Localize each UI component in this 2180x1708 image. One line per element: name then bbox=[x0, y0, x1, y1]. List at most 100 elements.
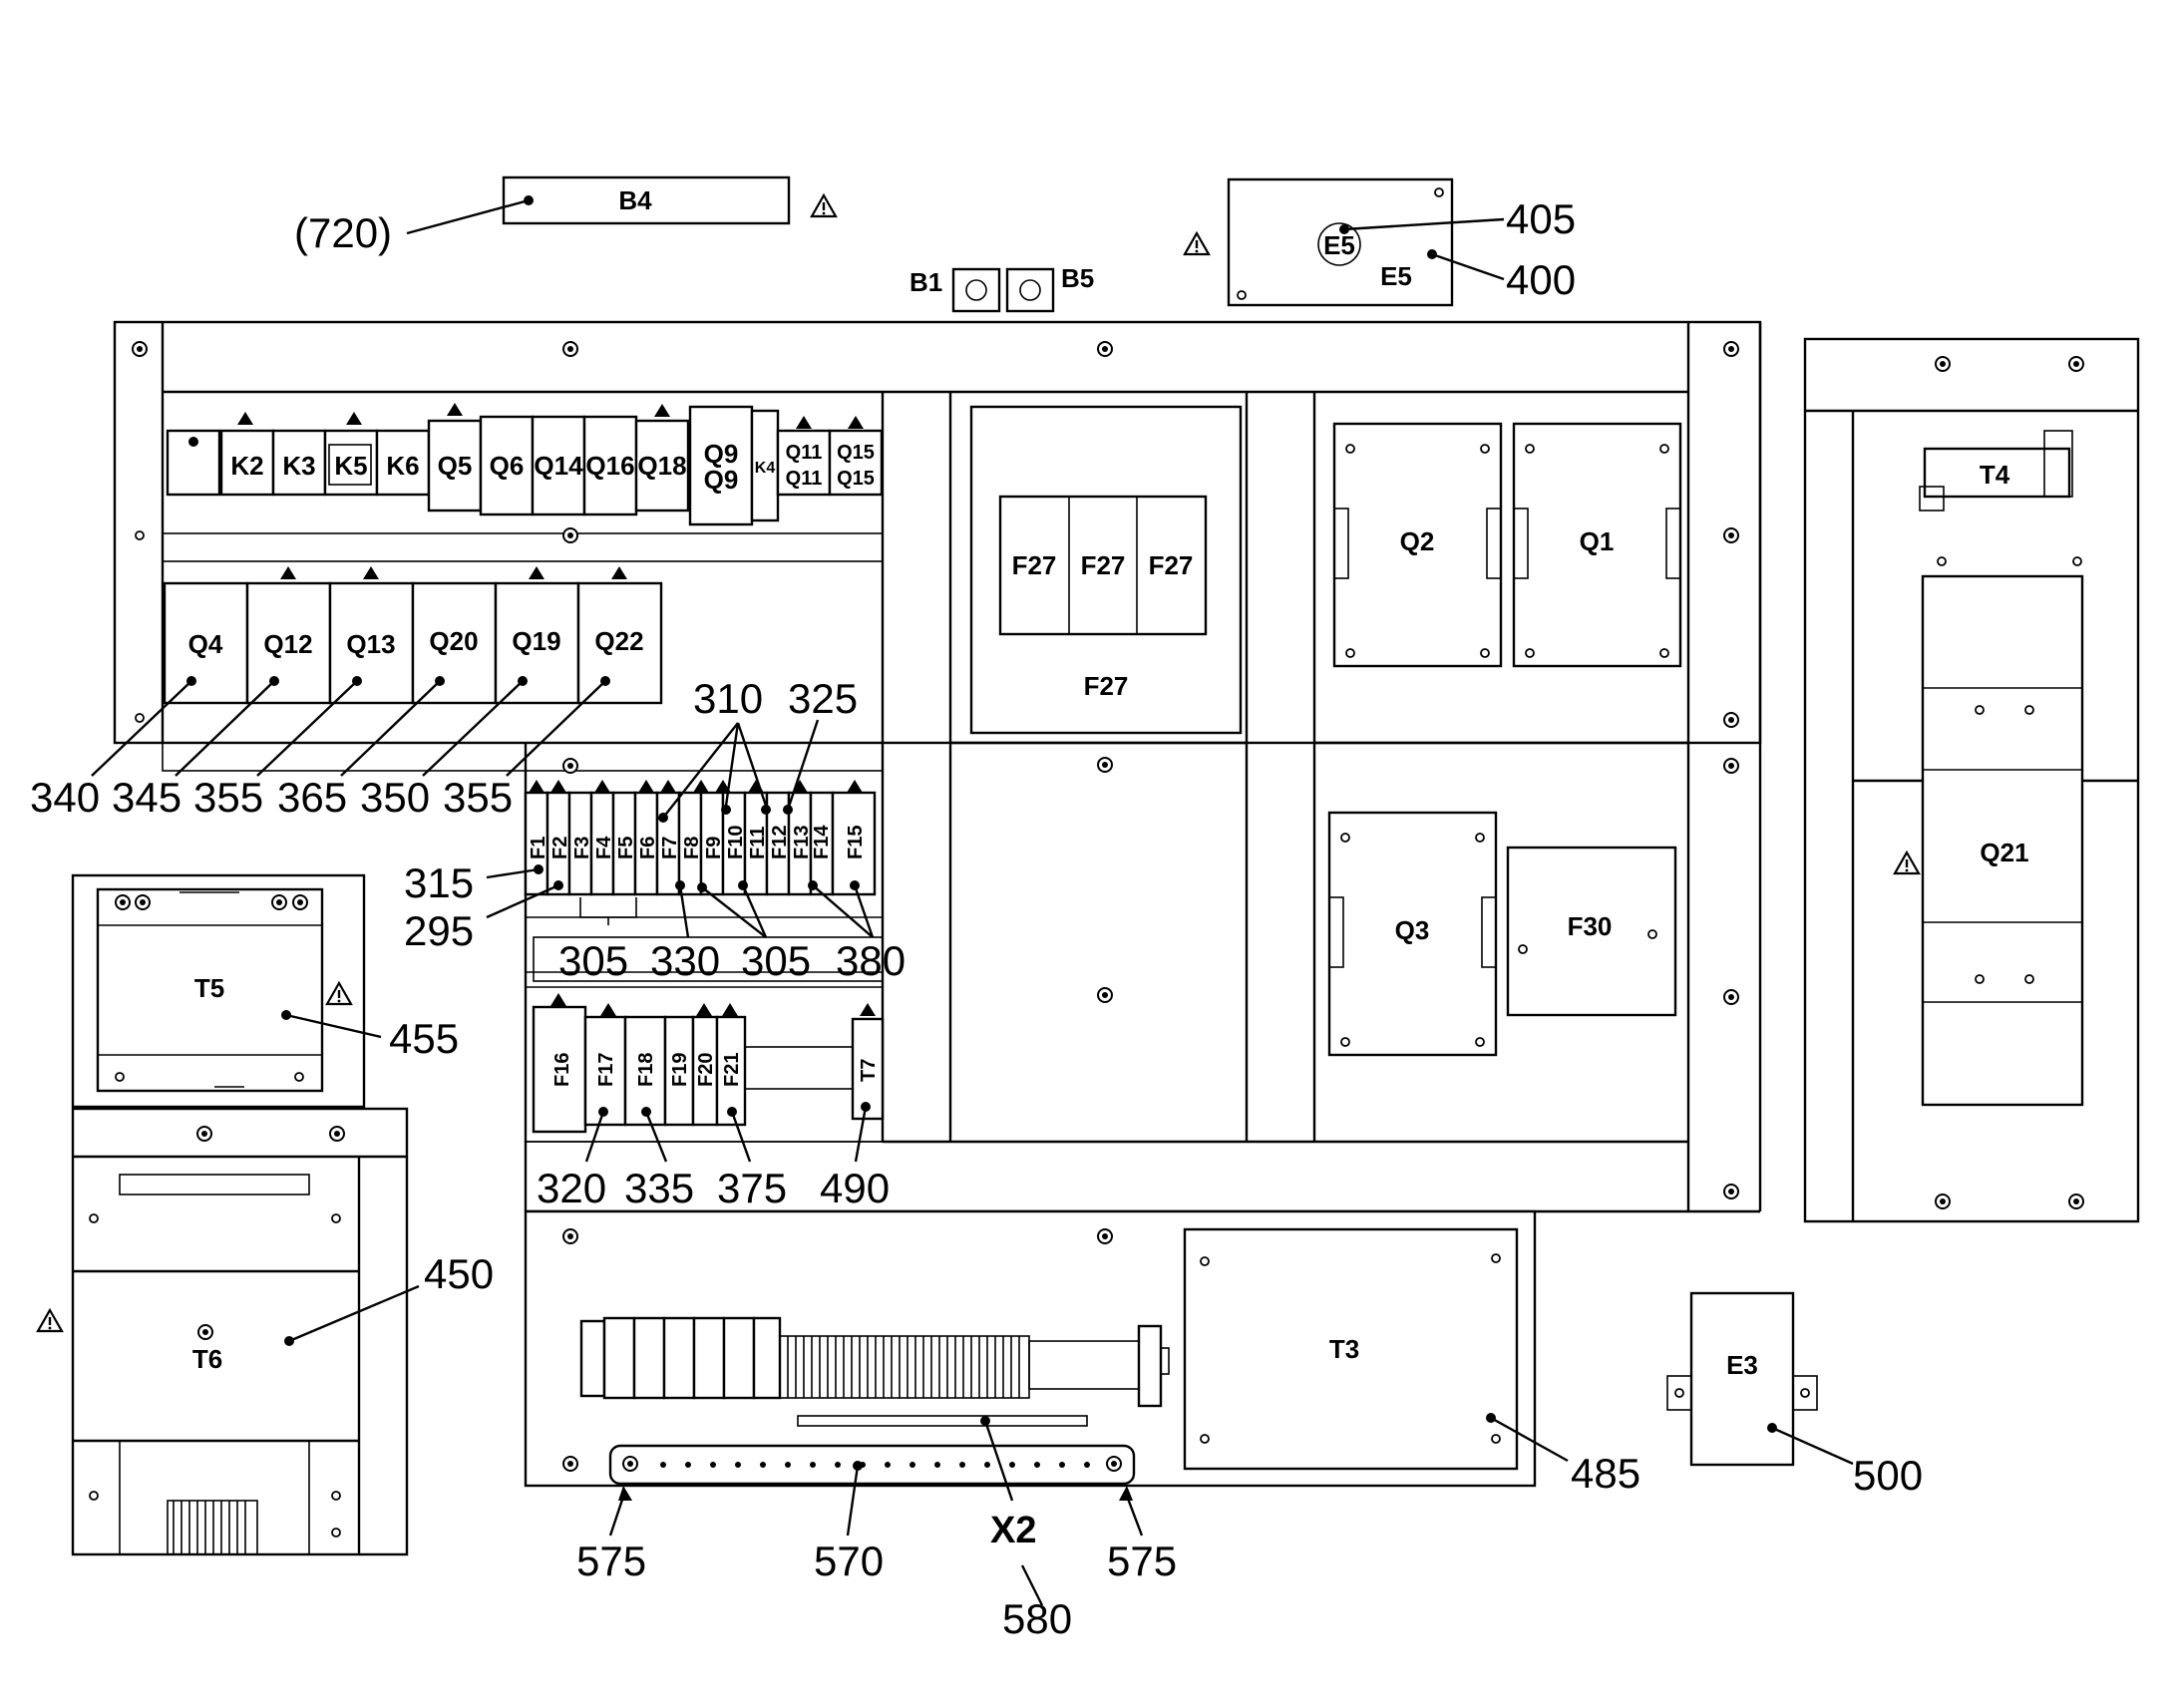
svg-text:F20: F20 bbox=[695, 1053, 717, 1087]
svg-text:T6: T6 bbox=[192, 1344, 222, 1374]
warning-icon bbox=[1183, 231, 1211, 256]
svg-text:E3: E3 bbox=[1726, 1350, 1758, 1380]
q2-breaker: Q2 bbox=[1332, 422, 1503, 668]
callout-315: 315 bbox=[404, 859, 474, 906]
svg-text:F27: F27 bbox=[1084, 671, 1129, 701]
callout-455: 455 bbox=[389, 1015, 459, 1062]
callout-320: 320 bbox=[537, 1165, 606, 1211]
svg-text:Q5: Q5 bbox=[438, 451, 473, 481]
svg-text:K2: K2 bbox=[230, 451, 263, 481]
svg-text:K5: K5 bbox=[334, 451, 367, 481]
e3-heater: E3 bbox=[1666, 1291, 1854, 1467]
svg-text:T7: T7 bbox=[858, 1059, 880, 1082]
svg-text:F17: F17 bbox=[595, 1053, 617, 1087]
callout-720: (720) bbox=[294, 209, 392, 256]
svg-text:F27: F27 bbox=[1149, 550, 1194, 580]
svg-text:F4: F4 bbox=[593, 836, 615, 859]
svg-text:B4: B4 bbox=[618, 185, 652, 215]
right-panel: T4 Q21 bbox=[1803, 337, 2140, 1223]
q3-breaker: Q3 bbox=[1327, 811, 1498, 1057]
svg-text:Q6: Q6 bbox=[490, 451, 525, 481]
warning-icon bbox=[36, 1308, 64, 1333]
svg-text:Q13: Q13 bbox=[346, 629, 395, 659]
svg-text:F5: F5 bbox=[615, 837, 637, 859]
svg-text:Q18: Q18 bbox=[637, 451, 686, 481]
svg-text:F30: F30 bbox=[1568, 911, 1613, 941]
svg-text:F7: F7 bbox=[659, 837, 681, 859]
callout-325: 325 bbox=[788, 675, 858, 722]
warning-icon bbox=[810, 193, 838, 218]
svg-text:F2: F2 bbox=[549, 837, 571, 859]
svg-text:K3: K3 bbox=[282, 451, 315, 481]
svg-text:K4: K4 bbox=[755, 460, 776, 477]
callout-335: 335 bbox=[624, 1165, 694, 1211]
svg-text:Q20: Q20 bbox=[429, 626, 478, 656]
f30-fuse: F30 bbox=[1506, 846, 1677, 1017]
callout-355: 355 bbox=[443, 774, 513, 821]
b1-b5-devices: B1 B5 bbox=[909, 263, 1094, 313]
svg-text:F6: F6 bbox=[637, 837, 659, 859]
svg-text:Q19: Q19 bbox=[512, 626, 560, 656]
svg-text:F3: F3 bbox=[571, 837, 593, 859]
svg-text:Q9: Q9 bbox=[704, 439, 739, 469]
callout-345: 345 bbox=[112, 774, 182, 821]
callout-380: 380 bbox=[836, 937, 906, 984]
svg-text:F27: F27 bbox=[1081, 550, 1126, 580]
svg-text:F15: F15 bbox=[845, 826, 867, 859]
t6-transformer: T6 bbox=[36, 1107, 420, 1556]
callout-570: 570 bbox=[814, 1537, 884, 1584]
svg-text:E5: E5 bbox=[1323, 230, 1355, 260]
svg-text:Q11: Q11 bbox=[786, 442, 823, 464]
callout-305: 305 bbox=[558, 937, 628, 984]
contactor-row: K2 K3 K5 K6 Q5 Q6 Q14 Q16 Q18 Q9 Q9 K4 Q… bbox=[166, 403, 884, 526]
svg-text:Q22: Q22 bbox=[594, 626, 643, 656]
svg-text:F13: F13 bbox=[791, 826, 813, 859]
svg-text:T4: T4 bbox=[1980, 460, 2010, 490]
callout-490: 490 bbox=[820, 1165, 890, 1211]
svg-text:F8: F8 bbox=[681, 837, 703, 859]
callout-340: 340 bbox=[30, 774, 100, 821]
svg-text:B5: B5 bbox=[1061, 263, 1094, 293]
svg-text:K6: K6 bbox=[386, 451, 419, 481]
callout-295: 295 bbox=[404, 907, 474, 954]
fuse-row-lower: F16 F17 F18 F19 F20 F21 T7 bbox=[532, 993, 885, 1163]
q1-breaker: Q1 bbox=[1512, 422, 1682, 668]
e5-heater: E5 E5 bbox=[1227, 177, 1454, 307]
svg-text:T5: T5 bbox=[194, 973, 224, 1003]
svg-text:F11: F11 bbox=[747, 827, 769, 859]
svg-text:B1: B1 bbox=[909, 267, 942, 297]
callout-450: 450 bbox=[424, 1250, 494, 1297]
callout-405: 405 bbox=[1506, 195, 1576, 242]
x2-terminal-label: X2 bbox=[990, 1510, 1036, 1551]
svg-text:Q9: Q9 bbox=[704, 465, 739, 495]
svg-text:Q14: Q14 bbox=[534, 451, 583, 481]
callout-305: 305 bbox=[741, 937, 811, 984]
svg-text:F1: F1 bbox=[528, 837, 549, 859]
callout-375: 375 bbox=[717, 1165, 787, 1211]
svg-text:T3: T3 bbox=[1329, 1334, 1359, 1364]
svg-text:F9: F9 bbox=[703, 837, 725, 859]
leaders-q-row bbox=[91, 676, 610, 777]
f27-fuse-block: F27 F27 F27 F27 bbox=[969, 405, 1243, 735]
svg-text:F27: F27 bbox=[1012, 550, 1057, 580]
svg-text:Q15: Q15 bbox=[837, 468, 875, 490]
callout-310: 310 bbox=[693, 675, 763, 722]
svg-text:Q16: Q16 bbox=[585, 451, 634, 481]
callout-485: 485 bbox=[1571, 1450, 1640, 1497]
svg-text:E5: E5 bbox=[1380, 261, 1412, 291]
callout-580: 580 bbox=[1002, 1595, 1072, 1642]
circuit-breaker-row: Q4 Q12 Q13 Q20 Q19 Q22 bbox=[163, 566, 663, 705]
svg-text:Q2: Q2 bbox=[1400, 526, 1435, 556]
svg-text:Q12: Q12 bbox=[263, 629, 312, 659]
svg-text:F10: F10 bbox=[725, 826, 747, 859]
leaders-fuse-row bbox=[486, 719, 875, 938]
svg-text:F12: F12 bbox=[769, 826, 791, 859]
callout-400: 400 bbox=[1506, 256, 1576, 303]
svg-text:F14: F14 bbox=[811, 825, 833, 859]
fuse-row-upper: F1 F2 F3 F4 F5 F6 F7 F8 F9 F10 F11 F12 F… bbox=[524, 780, 884, 982]
callout-500: 500 bbox=[1853, 1452, 1923, 1499]
callout-365: 365 bbox=[277, 774, 347, 821]
callout-350: 350 bbox=[360, 774, 430, 821]
callout-355: 355 bbox=[193, 774, 263, 821]
